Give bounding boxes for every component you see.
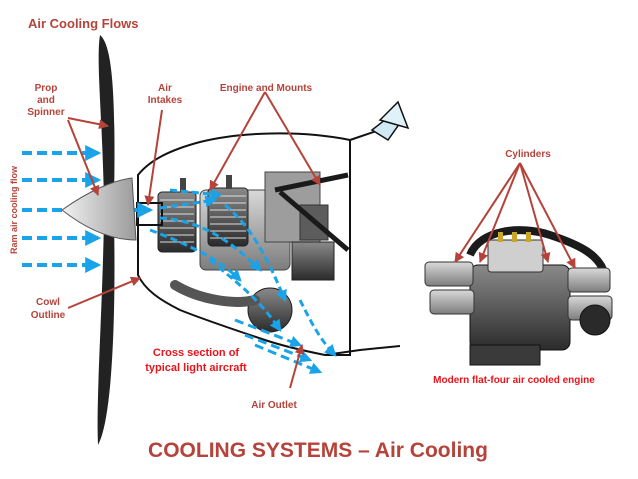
air-intakes-label-line2: Intakes [148,95,183,106]
engine-section [136,171,350,333]
cross-section-label-line2: typical light aircraft [145,362,247,374]
air-outlet-label: Air Outlet [251,400,297,411]
engine-crankcase [469,264,571,351]
header-label: Air Cooling Flows [28,16,139,31]
oil-sump [247,287,293,333]
modern-engine-label: Modern flat-four air cooled engine [433,375,595,386]
fuel-injectors [498,232,531,242]
cylinders-label: Cylinders [505,149,551,160]
engine-top-cover [487,239,544,273]
left-cylinders [424,261,475,315]
spark-plug-2 [226,175,232,189]
propeller-blade-top [98,35,115,200]
cross-section-label-line1: Cross section of [153,347,240,359]
cowl-label-line1: Cowl [36,297,60,308]
engine-mounts-label: Engine and Mounts [220,83,313,94]
cowl-label-line2: Outline [31,310,66,321]
ram-air-label: Ram air cooling flow [9,165,19,254]
engine-mount-lower [278,190,350,252]
flat-four-engine-illustration [424,226,613,366]
propeller-blade-bottom [97,220,115,445]
spark-plug-1 [180,178,186,192]
cylinder-front [157,191,197,253]
prop-label-line1: Prop [35,83,58,94]
air-intakes-label-line1: Air [158,83,172,94]
aircraft-cross-section [22,35,410,445]
exhaust-pipe [170,280,260,307]
prop-label-line3: Spinner [27,107,64,118]
lower-unit [291,241,335,281]
spinner [61,177,137,241]
tail-fin [378,100,410,130]
internal-airflow [149,188,337,357]
starter-motor [579,304,611,336]
label-pointers [67,91,576,389]
engine-hose [466,226,609,277]
prop-label-line2: and [37,95,55,106]
engine-base [469,344,541,366]
page-title: COOLING SYSTEMS – Air Cooling [148,439,488,462]
